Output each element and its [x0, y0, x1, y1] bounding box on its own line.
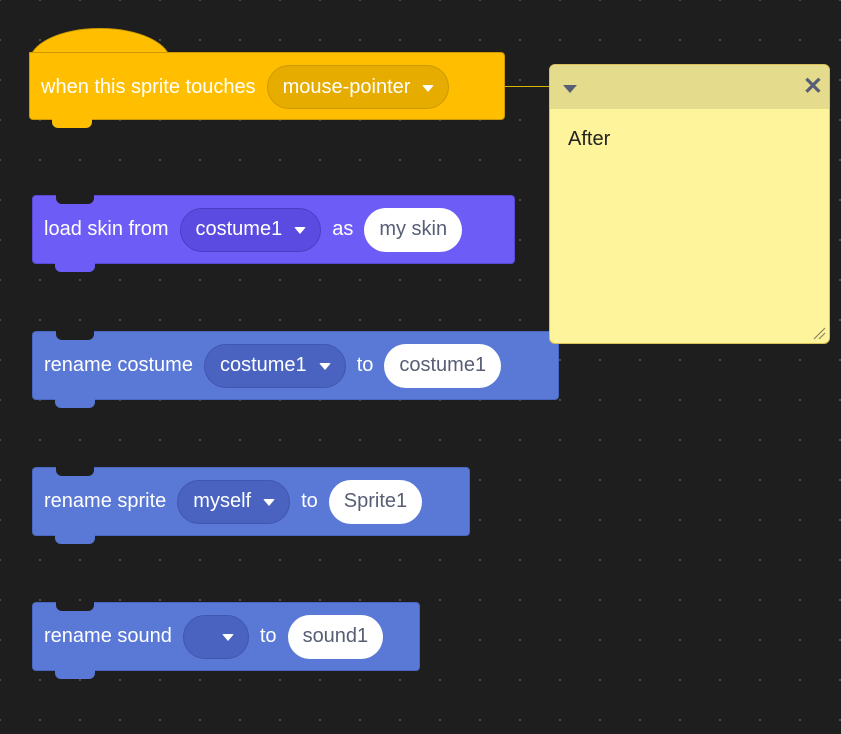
- to-label: to: [356, 354, 374, 376]
- rename-costume-label: rename costume: [44, 354, 193, 376]
- to-label: to: [259, 625, 277, 647]
- costume-dropdown-value: costume1: [195, 218, 283, 240]
- comment-top-bar[interactable]: ✕: [550, 65, 829, 109]
- to-label: to: [301, 490, 318, 512]
- block-bottom-notch: [52, 119, 92, 128]
- collapse-triangle-icon[interactable]: [563, 85, 577, 93]
- touch-target-dropdown[interactable]: mouse-pointer: [266, 65, 450, 109]
- block-top-notch: [56, 195, 94, 204]
- as-label: as: [332, 218, 354, 240]
- resize-handle-icon[interactable]: [812, 326, 826, 340]
- costume-dropdown[interactable]: costume1: [203, 343, 346, 388]
- chevron-down-icon: [318, 363, 331, 370]
- block-top-notch: [56, 602, 94, 611]
- workspace-comment[interactable]: ✕ After: [549, 64, 830, 344]
- when-sprite-touches-hat-block[interactable]: when this sprite touches mouse-pointer: [29, 52, 505, 128]
- rename-sound-block[interactable]: rename sound to sound1: [32, 602, 420, 679]
- new-costume-name-input[interactable]: costume1: [384, 343, 502, 388]
- touch-target-value: mouse-pointer: [282, 75, 411, 98]
- rename-sprite-label: rename sprite: [44, 490, 167, 512]
- load-skin-label: load skin from: [44, 218, 169, 240]
- block-bottom-notch: [55, 263, 95, 272]
- close-icon[interactable]: ✕: [802, 73, 823, 100]
- load-skin-block[interactable]: load skin from costume1 as my skin: [32, 195, 515, 272]
- costume-dropdown[interactable]: costume1: [179, 207, 322, 252]
- costume-dropdown-value: costume1: [219, 354, 307, 376]
- chevron-down-icon: [294, 227, 307, 234]
- new-sprite-name-input[interactable]: Sprite1: [328, 479, 423, 524]
- block-top-notch: [56, 331, 94, 340]
- comment-textarea[interactable]: After: [568, 128, 611, 150]
- sound-dropdown[interactable]: [182, 614, 249, 659]
- block-top-notch: [56, 467, 94, 476]
- rename-costume-block[interactable]: rename costume costume1 to costume1: [32, 331, 559, 408]
- new-sound-name-input[interactable]: sound1: [287, 614, 384, 659]
- comment-connector-line: [505, 86, 550, 87]
- block-bottom-notch: [55, 535, 95, 544]
- rename-sprite-block[interactable]: rename sprite myself to Sprite1: [32, 467, 470, 544]
- sprite-dropdown[interactable]: myself: [177, 479, 291, 524]
- block-bottom-notch: [55, 670, 95, 679]
- block-bottom-notch: [55, 399, 95, 408]
- hat-block-label: when this sprite touches: [41, 75, 256, 98]
- rename-sound-label: rename sound: [44, 625, 172, 647]
- chevron-down-icon: [221, 634, 234, 641]
- chevron-down-icon: [263, 499, 276, 506]
- chevron-down-icon: [422, 84, 435, 92]
- sprite-dropdown-value: myself: [193, 490, 252, 512]
- skin-name-input[interactable]: my skin: [364, 207, 463, 252]
